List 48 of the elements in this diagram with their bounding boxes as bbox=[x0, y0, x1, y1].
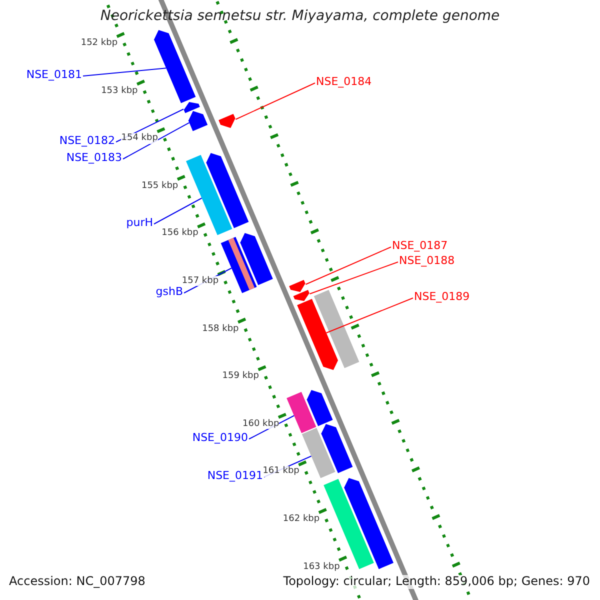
gene-bar bbox=[289, 280, 306, 292]
scale-label: 157 kbp bbox=[182, 276, 219, 286]
gene-bar bbox=[184, 102, 200, 114]
info-text: Topology: circular; Length: 859,006 bp; Genes: 970 bbox=[283, 575, 590, 589]
scale-label: 152 kbp bbox=[80, 38, 118, 48]
scale-label: 156 kbp bbox=[162, 228, 198, 239]
gene-bar bbox=[286, 392, 316, 434]
gene-label: NSE_0182 bbox=[59, 135, 115, 148]
gene-label: NSE_0189 bbox=[414, 291, 470, 304]
leader-line bbox=[122, 122, 190, 160]
scale-label: 154 kbp bbox=[121, 133, 158, 144]
gene-label: purH bbox=[126, 217, 153, 230]
leader-line bbox=[82, 68, 167, 76]
leader-line bbox=[326, 298, 414, 334]
scale-label: 153 kbp bbox=[101, 86, 138, 96]
scale-label: 163 kbp bbox=[303, 562, 340, 572]
gene-bar bbox=[306, 390, 333, 426]
gene-label: NSE_0187 bbox=[392, 240, 448, 253]
scale-label: 160 kbp bbox=[242, 418, 280, 430]
scale-label: 159 kbp bbox=[222, 371, 259, 382]
gene-bar bbox=[344, 478, 394, 570]
scale-label: 158 kbp bbox=[202, 324, 239, 334]
gene-bar bbox=[240, 233, 273, 286]
leader-line bbox=[309, 262, 398, 294]
gene-label: NSE_0190 bbox=[192, 432, 248, 445]
gene-label: gshB bbox=[156, 286, 183, 299]
gene-label: NSE_0188 bbox=[399, 255, 455, 268]
leader-line bbox=[154, 198, 202, 224]
scale-label: 155 kbp bbox=[141, 180, 178, 192]
leader-line bbox=[235, 82, 316, 120]
gene-bar bbox=[154, 30, 196, 104]
gene-bar bbox=[324, 478, 374, 570]
scale-label: 161 kbp bbox=[262, 466, 300, 477]
gene-label: NSE_0181 bbox=[26, 69, 82, 82]
gene-label: NSE_0184 bbox=[316, 76, 372, 89]
scale-label: 162 kbp bbox=[282, 514, 320, 524]
title: Neorickettsia sennetsu str. Miyayama, complete genome bbox=[99, 8, 501, 24]
gene-bar bbox=[293, 290, 310, 301]
gene-bar bbox=[302, 428, 336, 478]
gene-bar bbox=[218, 114, 236, 128]
gene-label: NSE_0191 bbox=[207, 470, 263, 483]
gene-bar bbox=[206, 153, 249, 228]
leader-line bbox=[305, 246, 392, 285]
gene-label: NSE_0183 bbox=[66, 152, 122, 165]
gene-bar bbox=[321, 424, 353, 474]
info-text: Accession: NC_007798 bbox=[9, 575, 146, 589]
gene-bar bbox=[297, 298, 338, 370]
gene-bar bbox=[314, 290, 360, 368]
